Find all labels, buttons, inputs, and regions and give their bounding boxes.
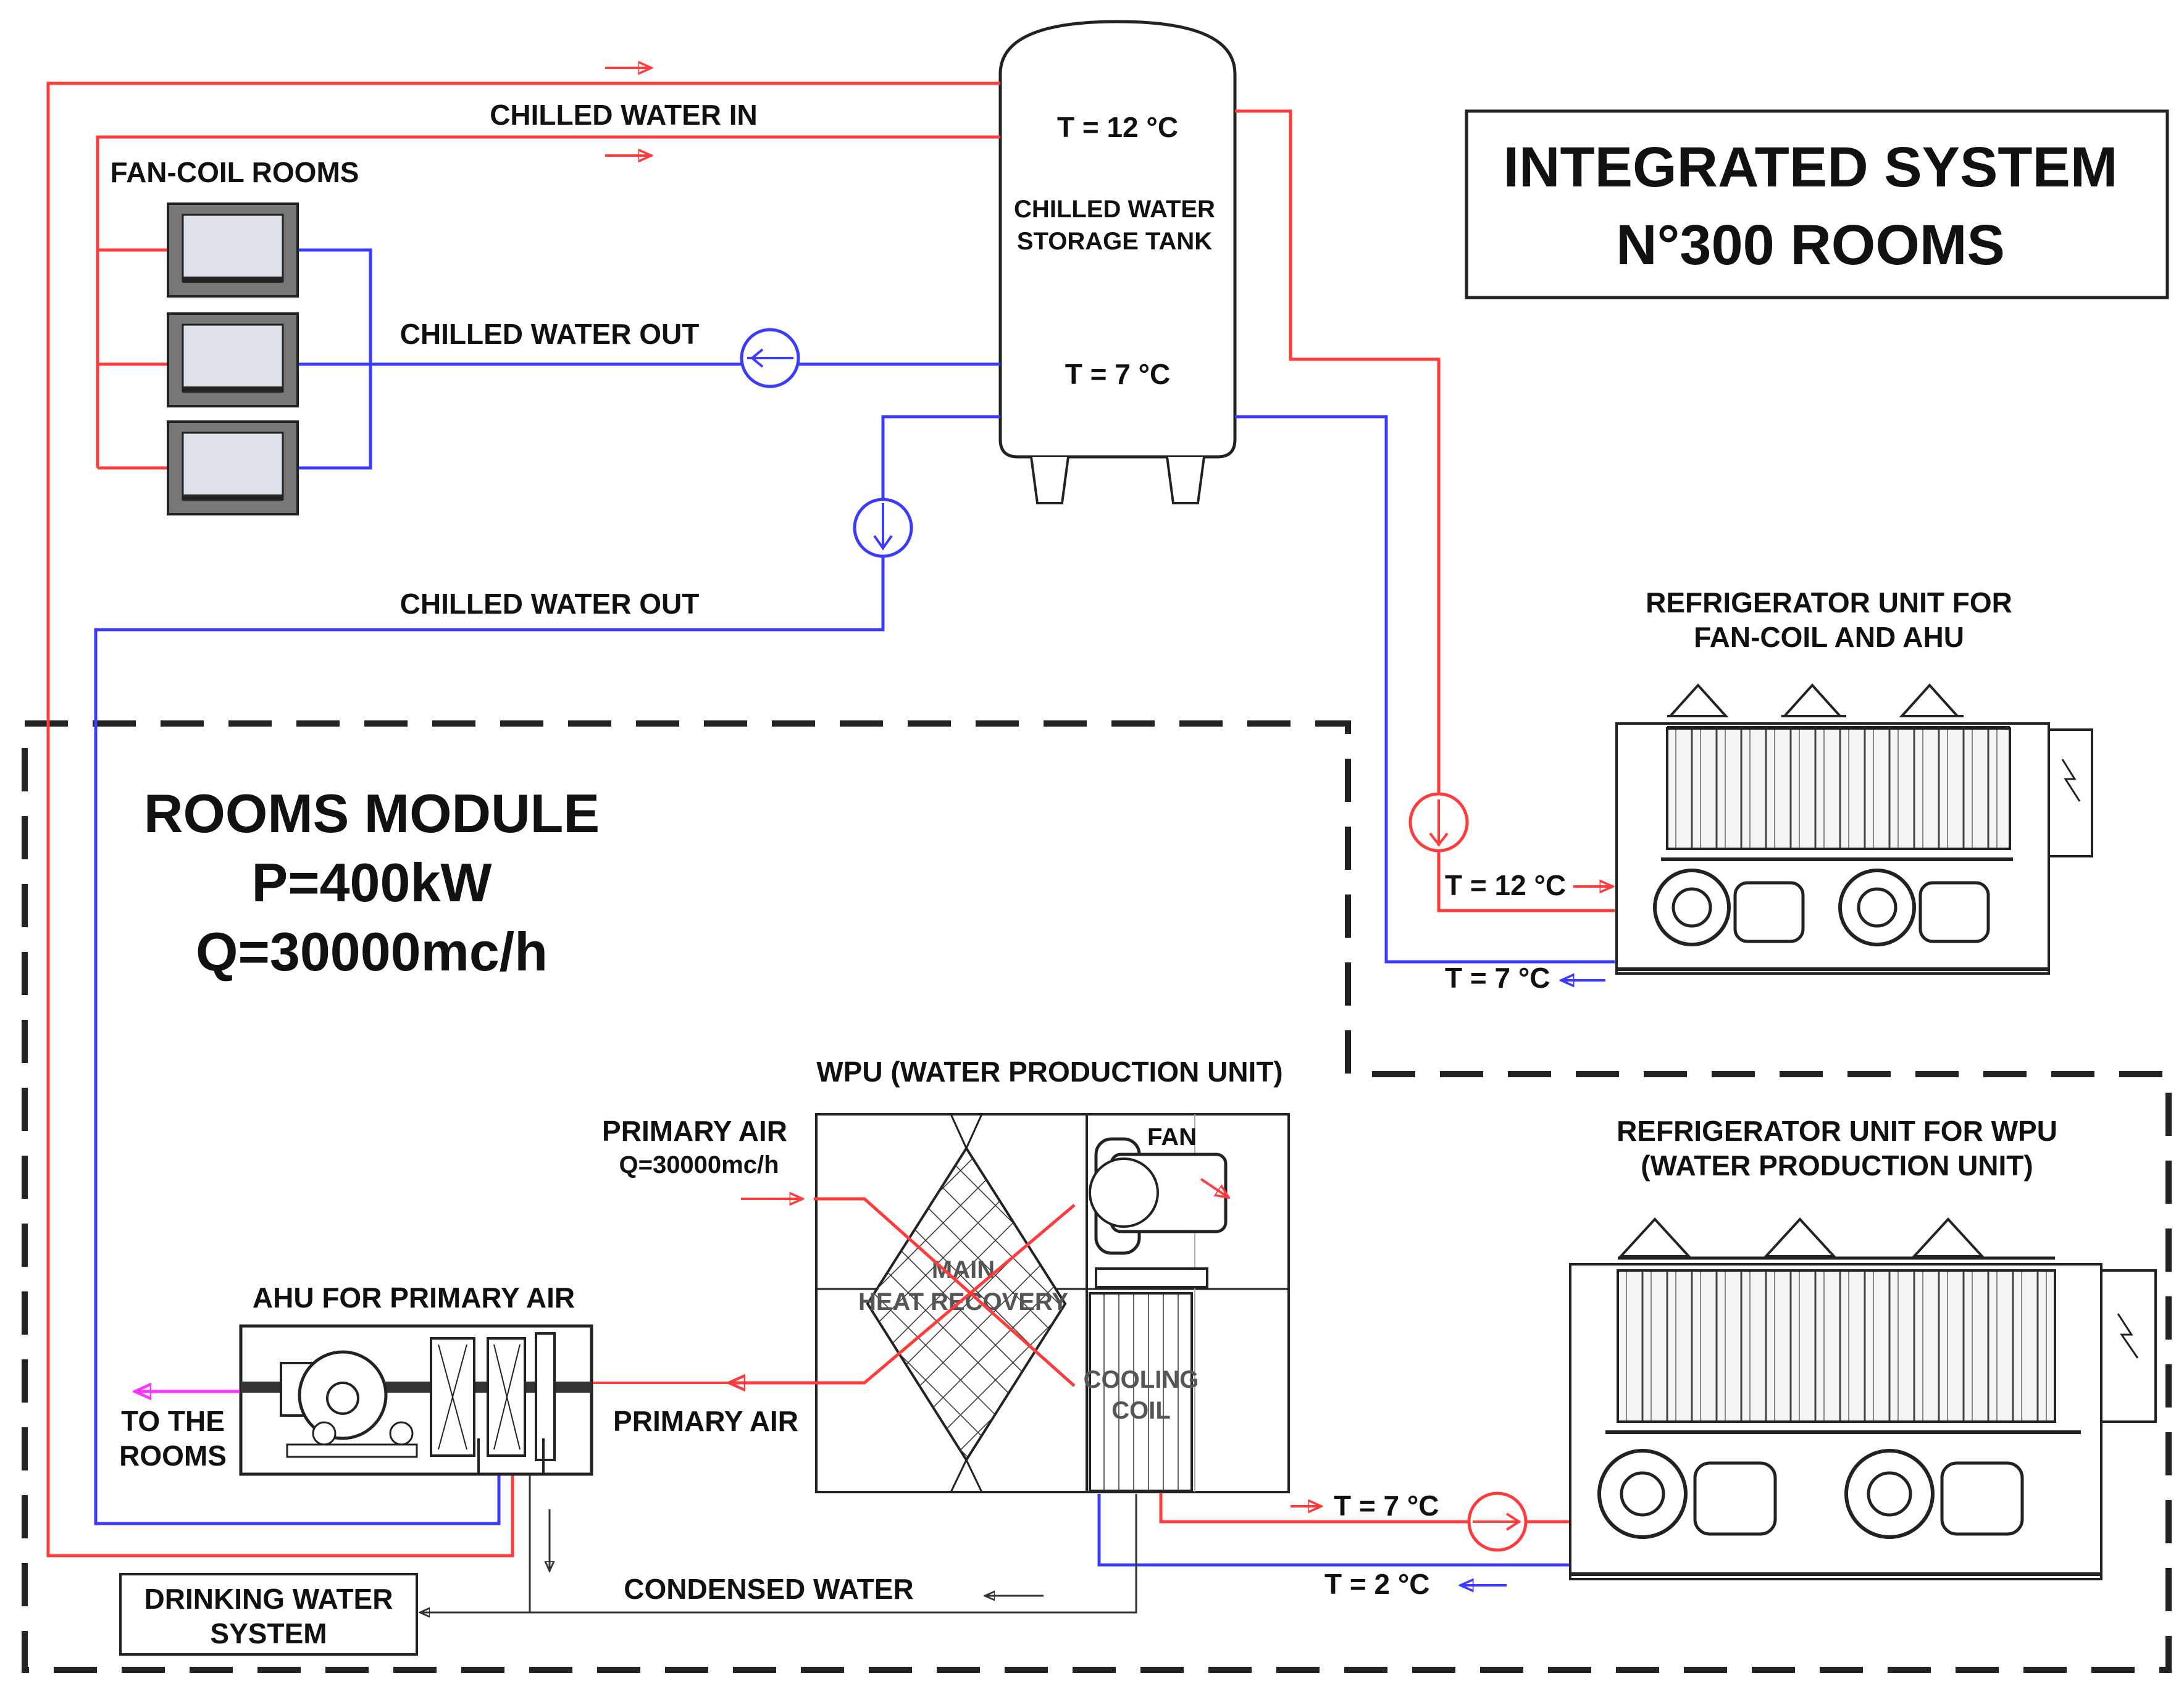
- title-line-1: INTEGRATED SYSTEM: [1503, 136, 2117, 199]
- ahu-fan: [280, 1350, 418, 1458]
- primary-air-out: PRIMARY AIR: [613, 1405, 798, 1437]
- ref-unit-2-temp-out: T = 7 °C: [1334, 1490, 1439, 1522]
- module-name: ROOMS MODULE: [144, 783, 600, 844]
- condensed-water-label: CONDENSED WATER: [624, 1573, 913, 1605]
- ref-unit-2-title-1: REFRIGERATOR UNIT FOR WPU: [1617, 1115, 2057, 1147]
- wpu-title: WPU (WATER PRODUCTION UNIT): [816, 1056, 1283, 1088]
- pump-ref-unit-1: [1408, 792, 1469, 853]
- label-fan-coil-rooms: FAN-COIL ROOMS: [111, 156, 359, 188]
- drinking-label-1: DRINKING WATER: [144, 1583, 393, 1615]
- pump-ahu-return: [853, 498, 913, 558]
- drinking-water-system: DRINKING WATER SYSTEM: [119, 1573, 418, 1656]
- module-power: P=400kW: [252, 852, 492, 913]
- tank-name-1: CHILLED WATER: [1014, 196, 1215, 223]
- rooms-module-label: ROOMS MODULE P=400kW Q=30000mc/h: [144, 783, 600, 982]
- ref-unit-1-title-2: FAN-COIL AND AHU: [1694, 621, 1964, 653]
- primary-air-in-2: Q=30000mc/h: [619, 1151, 779, 1178]
- tank-temp-top: T = 12 °C: [1057, 111, 1178, 143]
- label-chilled-water-in: CHILLED WATER IN: [490, 99, 758, 131]
- tank-temp-bottom: T = 7 °C: [1065, 358, 1171, 390]
- condensed-water-line: CONDENSED WATER: [420, 1475, 1137, 1612]
- tank-name-2: STORAGE TANK: [1017, 228, 1212, 255]
- fan-coil-unit: [167, 420, 299, 515]
- cooling-coil-label-1: COOLING: [1084, 1366, 1199, 1393]
- chilled-water-storage-tank: T = 12 °C CHILLED WATER STORAGE TANK T =…: [998, 20, 1237, 504]
- ahu-title: AHU FOR PRIMARY AIR: [253, 1282, 575, 1314]
- to-rooms-1: TO THE: [121, 1405, 225, 1437]
- title-line-2: N°300 ROOMS: [1616, 214, 2005, 277]
- label-chilled-water-out-2: CHILLED WATER OUT: [400, 588, 700, 620]
- ref-unit-1-title-1: REFRIGERATOR UNIT FOR: [1646, 586, 2012, 619]
- fan-coil-unit: [167, 312, 299, 407]
- ref-unit-1-temp-out: T = 7 °C: [1445, 962, 1550, 994]
- heat-recovery-label-2: HEAT RECOVERY: [858, 1288, 1068, 1316]
- rooms-module-boundary: [22, 720, 2172, 1673]
- fan-coil-units: [167, 202, 299, 515]
- fan-coil-unit: [167, 202, 299, 298]
- label-chilled-water-out-1: CHILLED WATER OUT: [400, 318, 700, 350]
- cooling-coil: COOLING COIL: [1084, 1292, 1199, 1492]
- pump-ref-unit-2: [1467, 1491, 1528, 1552]
- to-rooms-2: ROOMS: [119, 1440, 227, 1472]
- primary-air-in-1: PRIMARY AIR: [602, 1115, 787, 1147]
- refrigerator-unit-wpu: REFRIGERATOR UNIT FOR WPU (WATER PRODUCT…: [1291, 1115, 2157, 1600]
- wpu-fan: FAN: [1089, 1124, 1229, 1288]
- fan-label: FAN: [1147, 1124, 1197, 1151]
- pump-fan-coil-return: [740, 328, 800, 388]
- wpu: WPU (WATER PRODUCTION UNIT) MAIN HEAT RE…: [602, 1056, 1290, 1493]
- ref-unit-1-temp-in: T = 12 °C: [1445, 869, 1566, 901]
- ref-unit-2-temp-in: T = 2 °C: [1324, 1568, 1430, 1600]
- drinking-label-2: SYSTEM: [210, 1617, 327, 1649]
- cooling-coil-label-2: COIL: [1111, 1397, 1171, 1424]
- ref-unit-2-title-2: (WATER PRODUCTION UNIT): [1641, 1149, 2033, 1182]
- compressor-group: [1597, 1449, 2024, 1539]
- title-box: INTEGRATED SYSTEM N°300 ROOMS: [1465, 109, 2169, 299]
- compressor-group: [1653, 869, 1990, 946]
- blue-return-pipes: [94, 248, 1615, 1567]
- refrigerator-unit-fan-coil-ahu: REFRIGERATOR UNIT FOR FAN-COIL AND AHU T…: [1445, 586, 2093, 994]
- ahu-primary-air: AHU FOR PRIMARY AIR TO THE ROOMS: [119, 1282, 812, 1476]
- module-flow: Q=30000mc/h: [196, 921, 548, 982]
